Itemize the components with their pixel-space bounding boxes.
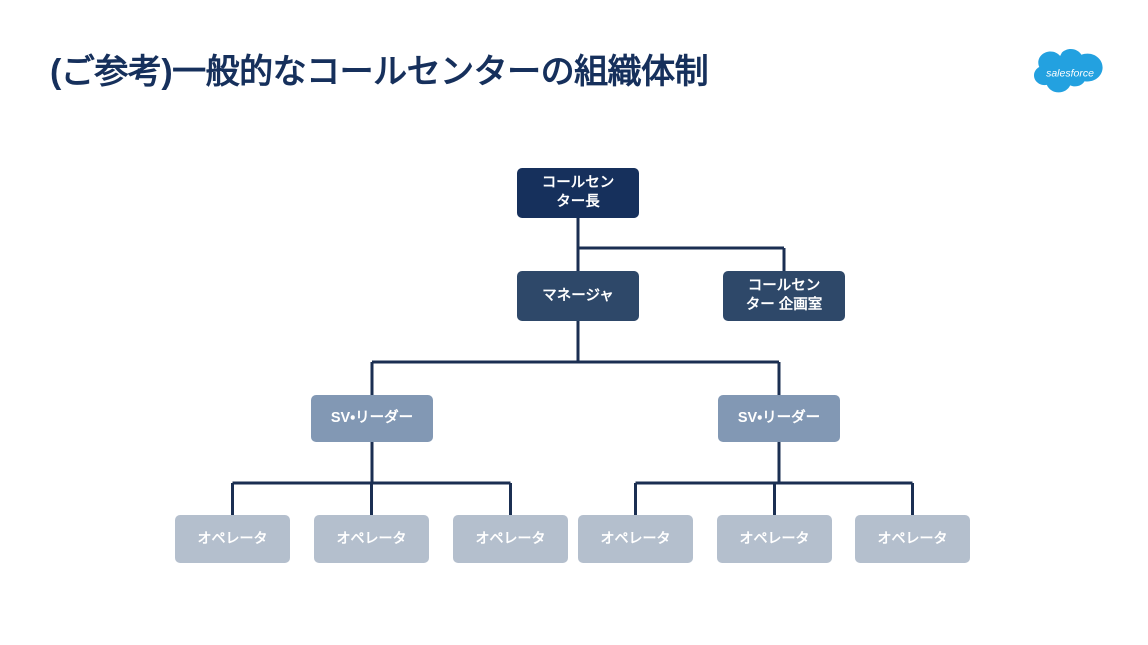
org-node-manager[interactable]: マネージャ xyxy=(517,271,639,321)
org-node-op-2[interactable]: オペレータ xyxy=(314,515,429,563)
salesforce-logo: salesforce xyxy=(1034,48,1106,98)
page-title: (ご参考)一般的なコールセンターの組織体制 xyxy=(50,53,709,91)
org-node-director[interactable]: コールセン ター長 xyxy=(517,168,639,218)
salesforce-wordmark: salesforce xyxy=(1046,68,1094,80)
org-node-op-1[interactable]: オペレータ xyxy=(175,515,290,563)
org-node-planning[interactable]: コールセン ター 企画室 xyxy=(723,271,845,321)
org-node-op-3[interactable]: オペレータ xyxy=(453,515,568,563)
org-node-op-4[interactable]: オペレータ xyxy=(578,515,693,563)
org-node-op-5[interactable]: オペレータ xyxy=(717,515,832,563)
cloud-shape xyxy=(1034,49,1103,93)
org-node-op-6[interactable]: オペレータ xyxy=(855,515,970,563)
org-node-sv-2[interactable]: SV・リーダー xyxy=(718,395,840,442)
org-node-sv-1[interactable]: SV・リーダー xyxy=(311,395,433,442)
